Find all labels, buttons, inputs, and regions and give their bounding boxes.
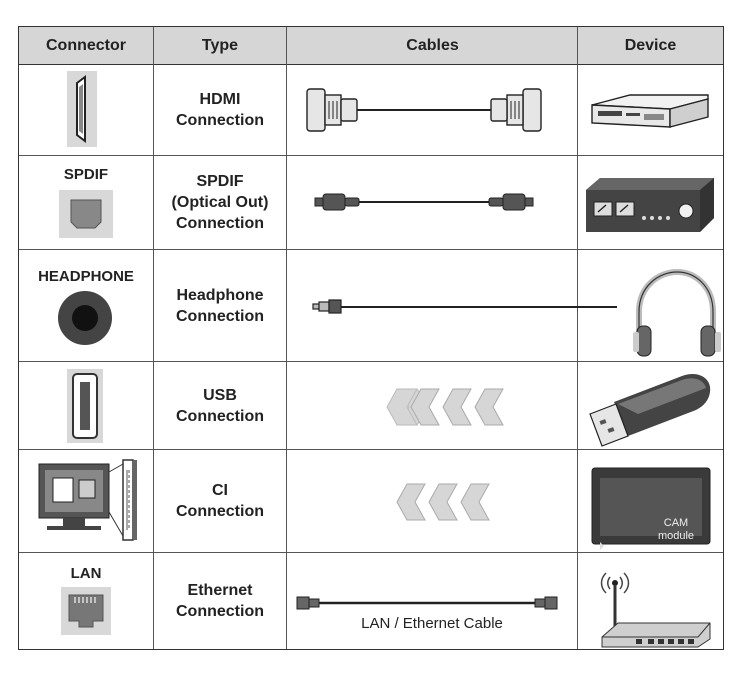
connector-label: HEADPHONE [38, 268, 134, 285]
header-connector: Connector [19, 27, 153, 65]
type-line: Connection [176, 603, 264, 620]
header-cables: Cables [287, 27, 578, 65]
cable-cell-ci [287, 450, 577, 552]
cable-cell-lan: LAN / Ethernet Cable [287, 553, 577, 649]
cam-module-icon: CAM module [591, 467, 711, 550]
cable-cell-usb [287, 362, 577, 449]
connector-cell-ci [19, 450, 153, 552]
grid-divider [153, 27, 154, 649]
type-line: (Optical Out) [171, 194, 269, 211]
header-device: Device [578, 27, 723, 65]
dvd-player-icon [591, 94, 709, 128]
grid-divider [19, 249, 723, 250]
connections-table: Connector Type Cables Device HDMI Connec… [18, 26, 724, 650]
type-line: USB [203, 386, 237, 404]
type-line: Connection [176, 503, 264, 520]
cable-cell-spdif [287, 156, 577, 249]
grid-divider [19, 552, 723, 553]
type-line: SPDIF [196, 173, 244, 190]
header-type: Type [153, 27, 287, 65]
type-cell-hdmi: HDMI Connection [153, 65, 287, 155]
lan-port-icon [61, 587, 111, 635]
grid-divider [577, 27, 578, 649]
hdmi-port-icon [67, 71, 97, 147]
spdif-port-icon [59, 190, 113, 238]
audio-amplifier-icon [586, 178, 714, 232]
connector-cell-lan: LAN [19, 553, 153, 649]
router-icon [600, 572, 711, 648]
type-cell-ci: CI Connection [153, 450, 287, 552]
connector-label: SPDIF [63, 166, 109, 183]
cable-caption: LAN / Ethernet Cable [361, 615, 503, 632]
type-line: Connection [176, 407, 264, 425]
cam-label-line: CAM [664, 517, 688, 529]
device-cell-spdif [578, 156, 723, 249]
type-line: HDMI [199, 91, 241, 108]
hdmi-cable-icon [306, 88, 542, 132]
cable-cell-headphone [287, 250, 723, 361]
headphone-jack-icon [58, 291, 112, 345]
connector-cell-spdif: SPDIF [19, 156, 153, 249]
optical-cable-icon [314, 193, 534, 211]
type-line: CI [212, 482, 228, 499]
type-cell-usb: USB Connection [153, 362, 287, 449]
cable-cell-hdmi [287, 65, 577, 155]
grid-divider [286, 27, 287, 649]
type-line: Connection [176, 307, 264, 325]
grid-divider [19, 155, 723, 156]
ci-arrows-icon [396, 483, 490, 521]
device-cell-ci: CAM module [578, 450, 723, 552]
type-line: Headphone [176, 286, 264, 304]
ethernet-cable-icon [296, 596, 558, 610]
device-cell-usb [578, 362, 723, 449]
grid-divider [19, 449, 723, 450]
type-line: Ethernet [187, 582, 253, 599]
cam-label-line: module [658, 530, 694, 542]
grid-divider [19, 361, 723, 362]
usb-arrows-icon [386, 388, 504, 426]
connector-label: LAN [70, 565, 102, 582]
headphones-icon [633, 268, 721, 357]
type-cell-lan: Ethernet Connection [153, 553, 287, 649]
connector-cell-usb [19, 362, 153, 449]
type-cell-headphone: Headphone Connection [153, 250, 287, 361]
device-cell-hdmi [578, 65, 723, 155]
type-line: Connection [176, 215, 264, 232]
usb-stick-icon [589, 373, 711, 447]
connector-cell-hdmi [19, 65, 153, 155]
connector-cell-headphone: HEADPHONE [19, 250, 153, 361]
type-line: Connection [176, 112, 264, 129]
device-cell-lan [578, 553, 723, 649]
usb-port-icon [67, 369, 103, 443]
type-cell-spdif: SPDIF (Optical Out) Connection [153, 156, 287, 249]
tv-ci-slot-icon [38, 459, 137, 541]
headphone-cable-icon [312, 299, 617, 314]
